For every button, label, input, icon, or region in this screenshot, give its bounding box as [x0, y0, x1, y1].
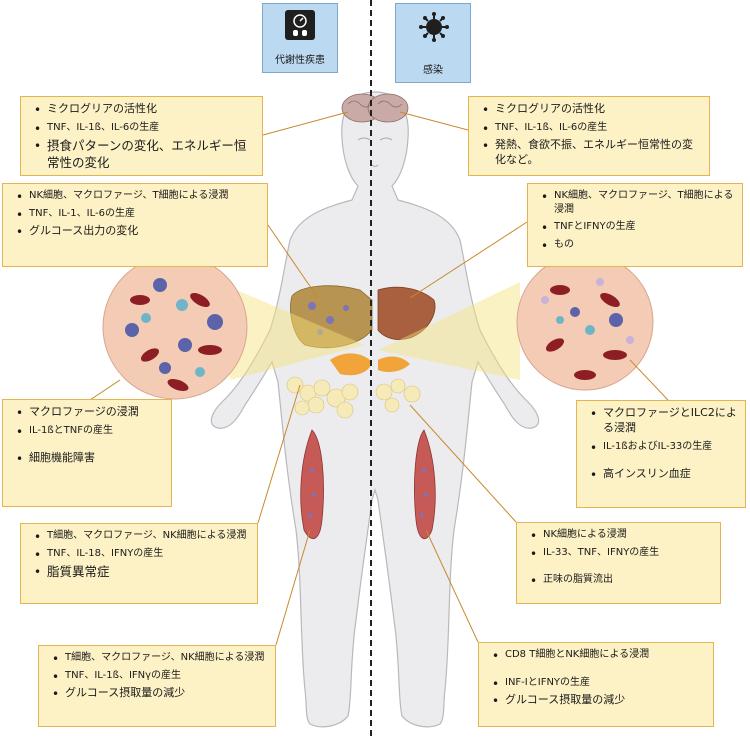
brain	[341, 93, 409, 123]
tissue-detail-right	[516, 253, 654, 391]
list-item: 摂食パターンの変化、エネルギー恒常性の変化	[31, 138, 254, 172]
list-item: 高インスリン血症	[587, 467, 737, 483]
pancreas	[330, 353, 410, 376]
box-left-pancreas: マクロファージの浸潤 IL-1ßとTNFの産生 細胞機能障害	[2, 399, 172, 507]
bathroom-scale-icon	[285, 10, 315, 40]
liver-left	[290, 285, 373, 349]
thigh-muscle-right	[414, 429, 436, 540]
list-item: TNF、IL-1ß、IFNγの産生	[49, 669, 267, 685]
list-item: NK細胞、マクロファージ、T細胞による浸潤	[538, 189, 734, 216]
list-item: IL-1ßおよびIL-33の生産	[587, 440, 737, 456]
list-item: ミクログリアの活性化	[479, 102, 701, 118]
box-left-brain: ミクログリアの活性化 TNF、IL-1ß、IL-6の生産 摂食パターンの変化、エ…	[20, 96, 263, 176]
leader-lines	[89, 111, 669, 646]
box-left-adipose: T細胞、マクロファージ、NK細胞による浸潤 TNF、IL-18、IFNYの産生 …	[20, 523, 258, 604]
list-item: 正味の脂質流出	[527, 573, 712, 589]
list-item: グルコース摂取量の減少	[49, 686, 267, 702]
list-item: 細胞機能障害	[13, 451, 163, 467]
box-left-liver: NK細胞、マクロファージ、T細胞による浸潤 TNF、IL-1、IL-6の生産 グ…	[2, 183, 268, 267]
box-right-adipose: NK細胞による浸潤 IL-33、TNF、IFNYの産生 正味の脂質流出	[516, 522, 721, 604]
box-right-pancreas: マクロファージとILC2による浸潤 IL-1ßおよびIL-33の生産 高インスリ…	[576, 400, 746, 508]
box-right-brain: ミクログリアの活性化 TNF、IL-1ß、IL-6の産生 発熱、食欲不振、エネル…	[468, 96, 710, 176]
list-item: TNF、IL-1ß、IL-6の生産	[31, 121, 254, 137]
tissue-detail-left	[102, 254, 248, 400]
header-label: 代謝性疾患	[275, 55, 325, 66]
list-item: 発熱、食欲不振、エネルギー恒常性の変化など。	[479, 138, 701, 168]
magnification-beams	[225, 282, 520, 380]
human-body-silhouette	[210, 91, 540, 728]
list-item: IL-33、TNF、IFNYの産生	[527, 546, 712, 562]
list-item: マクロファージとILC2による浸潤	[587, 406, 737, 436]
box-right-muscle: CD8 T細胞とNK細胞による浸潤 INF-IとIFNYの生産 グルコース摂取量…	[478, 642, 714, 727]
list-item: もの	[538, 238, 734, 254]
list-item: ミクログリアの活性化	[31, 102, 254, 118]
list-item: TNF、IL-1ß、IL-6の産生	[479, 121, 701, 137]
box-right-liver: NK細胞、マクロファージ、T細胞による浸潤 TNFとIFNYの生産 もの	[527, 183, 743, 267]
list-item: NK細胞、マクロファージ、T細胞による浸潤	[13, 189, 259, 205]
box-left-muscle: T細胞、マクロファージ、NK細胞による浸潤 TNF、IL-1ß、IFNγの産生 …	[38, 645, 276, 727]
list-item: TNF、IL-18、IFNYの産生	[31, 547, 249, 563]
list-item: CD8 T細胞とNK細胞による浸潤	[489, 648, 705, 664]
list-item: 脂質異常症	[31, 564, 249, 581]
header-infection: 感染	[395, 3, 471, 83]
list-item: TNF、IL-1、IL-6の生産	[13, 207, 259, 223]
list-item: IL-1ßとTNFの産生	[13, 424, 163, 440]
virus-icon	[419, 12, 449, 42]
adipose-tissue	[286, 376, 421, 419]
list-item: INF-IとIFNYの生産	[489, 676, 705, 692]
list-item: T細胞、マクロファージ、NK細胞による浸潤	[31, 529, 249, 545]
list-item: NK細胞による浸潤	[527, 528, 712, 544]
header-metabolic-disease: 代謝性疾患	[262, 3, 338, 73]
face	[357, 137, 393, 167]
list-item: TNFとIFNYの生産	[538, 220, 734, 236]
header-label: 感染	[423, 65, 443, 76]
list-item: グルコース出力の変化	[13, 224, 259, 240]
thigh-muscle-left	[300, 429, 324, 540]
liver-right	[377, 286, 436, 340]
list-item: グルコース摂取量の減少	[489, 693, 705, 709]
list-item: マクロファージの浸潤	[13, 405, 163, 421]
list-item: T細胞、マクロファージ、NK細胞による浸潤	[49, 651, 267, 667]
